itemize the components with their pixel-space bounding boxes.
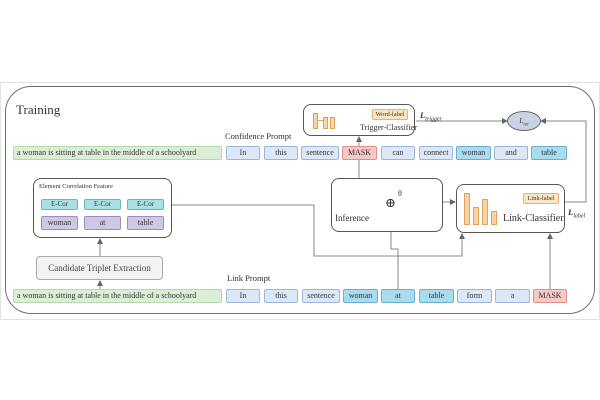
loss-symbol: L [568,207,574,217]
link-sentence: a woman is sitting at table in the middl… [13,289,222,303]
trigger-bar [330,117,335,129]
confidence-token: MASK [342,146,377,160]
confidence-token: this [264,146,298,160]
confidence-token: connect [419,146,453,160]
link-token: a [495,289,530,303]
inference-title: Inference [335,213,369,223]
loss-subscript: trigger [425,116,442,123]
element-correlation-box: Element Correlation Feature E-Cor E-Cor … [33,178,172,238]
element-correlation-title: Element Correlation Feature [39,183,114,190]
word-box: table [127,216,164,230]
loss-symbol: L [420,110,426,120]
trigger-bar [313,113,318,129]
plus-operator-icon: ⊕ [385,195,396,210]
link-token: form [457,289,492,303]
label-loss-label: Llabel [568,207,585,220]
link-bar [464,193,470,225]
trigger-bar [323,117,328,129]
link-bar [482,199,488,225]
link-prompt-label: Link Prompt [227,273,271,283]
confidence-prompt-label: Confidence Prompt [225,131,292,141]
trigger-classifier-title: Trigger-Classifier [360,123,417,132]
word-box: woman [41,216,78,230]
ecor-box: E-Cor [84,199,121,210]
link-token: In [226,289,260,303]
link-token: woman [343,289,378,303]
link-token: at [381,289,415,303]
word-box: at [84,216,121,230]
training-title: Training [16,102,61,117]
link-label-tag: Link-label [523,193,559,204]
confidence-token: sentence [301,146,339,160]
link-classifier-box: Link-label Link-Classifier [456,184,565,233]
inference-box: Inference ⊕ θ [331,178,443,232]
link-token: this [264,289,298,303]
confidence-token: and [494,146,528,160]
confidence-token: woman [456,146,491,160]
label-loss-line [540,118,587,203]
link-token: MASK [533,289,567,303]
trigger-classifier-box: Word-label Trigger-Classifier [303,104,417,136]
loss-subscript: label [573,213,586,220]
training-frame [5,86,595,314]
link-token: table [419,289,454,303]
link-bar [473,207,479,225]
theta-label: θ [398,189,402,198]
confidence-token: can [381,146,415,160]
trigger-bar-connector [318,120,323,121]
confidence-token: In [226,146,260,160]
link-bar [491,211,497,225]
confidence-sentence: a woman is sitting at table in the middl… [13,146,222,160]
word-label-tag: Word-label [372,109,408,120]
loss-subscript: tot [523,122,529,128]
link-token: sentence [302,289,340,303]
trigger-loss-label: Ltrigger [420,110,442,123]
ecor-box: E-Cor [127,199,164,210]
ecor-box: E-Cor [41,199,78,210]
loss-symbol: L [519,117,524,125]
total-loss-node: Ltot [507,111,541,131]
confidence-token: table [531,146,567,160]
ecf-to-link-line [172,204,465,257]
link-classifier-title: Link-Classifier [503,213,564,224]
candidate-triplet-extraction-box: Candidate Triplet Extraction [36,256,163,280]
